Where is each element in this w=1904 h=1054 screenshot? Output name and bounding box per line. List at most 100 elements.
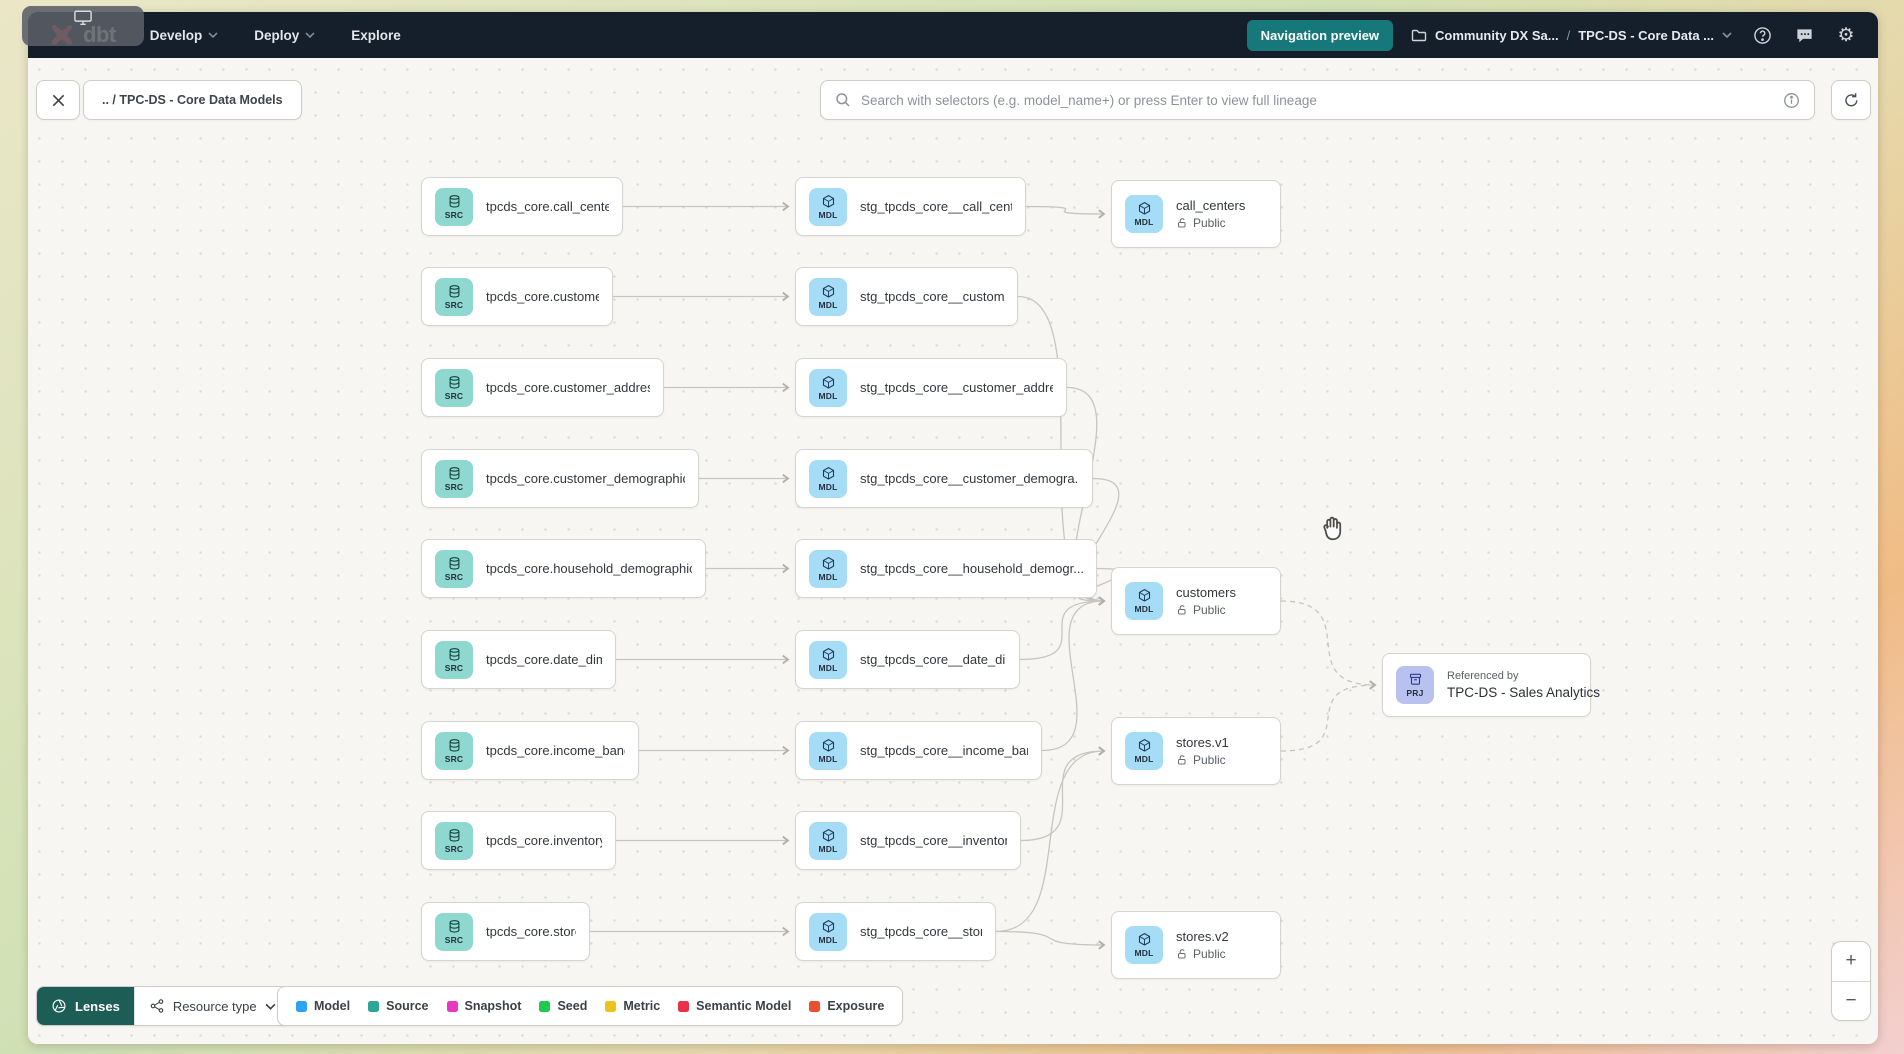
navigation-preview-button[interactable]: Navigation preview: [1246, 19, 1394, 51]
lineage-path-pill[interactable]: .. / TPC-DS - Core Data Models: [83, 80, 302, 120]
access-badge: Public: [1176, 753, 1229, 767]
lenses-button[interactable]: Lenses: [37, 987, 134, 1025]
graph-node-s7[interactable]: SRC tpcds_core.income_band: [421, 721, 639, 780]
monitor-icon: [74, 10, 92, 26]
search-input[interactable]: [861, 92, 1773, 108]
legend-item-snapshot: Snapshot: [446, 999, 521, 1013]
graph-node-s4[interactable]: SRC tpcds_core.customer_demographics: [421, 449, 699, 508]
breadcrumb-project: Community DX Sa...: [1435, 27, 1559, 43]
mdl-badge: MDL: [1125, 195, 1163, 233]
node-label: TPC-DS - Sales Analytics: [1447, 685, 1601, 700]
zoom-in-button[interactable]: +: [1832, 942, 1870, 982]
node-label: tpcds_core.customer_demographics: [486, 471, 685, 486]
src-badge: SRC: [435, 459, 473, 498]
mdl-badge: MDL: [1125, 926, 1163, 964]
legend-item-semantic-model: Semantic Model: [678, 999, 791, 1013]
mdl-badge: MDL: [809, 640, 847, 679]
legend-swatch: [296, 1000, 307, 1012]
node-label: stores.v2: [1176, 929, 1229, 944]
resource-type-icon: [150, 999, 164, 1013]
node-label: customers: [1176, 585, 1236, 600]
legend-item-seed: Seed: [539, 999, 587, 1013]
top-navbar: dbt Develop Deploy Explore Navigation pr…: [28, 12, 1878, 58]
chevron-down-icon: [305, 32, 315, 38]
mdl-badge: MDL: [809, 368, 847, 407]
main-menu: Develop Deploy Explore: [150, 28, 401, 43]
zoom-out-button[interactable]: −: [1845, 989, 1857, 1011]
legend-swatch: [539, 1000, 551, 1012]
info-icon[interactable]: [1783, 92, 1800, 109]
referenced-by-label: Referenced by: [1447, 670, 1519, 682]
legend-item-metric: Metric: [605, 999, 660, 1013]
node-label: tpcds_core.inventory: [486, 833, 602, 848]
mdl-badge: MDL: [809, 549, 847, 588]
project-breadcrumb[interactable]: Community DX Sa... / TPC-DS - Core Data …: [1411, 28, 1732, 43]
nav-explore[interactable]: Explore: [351, 27, 401, 43]
node-label: stg_tpcds_core__customer: [860, 289, 1004, 304]
breadcrumb-separator: /: [1566, 27, 1571, 43]
zoom-controls: + −: [1831, 941, 1871, 1021]
node-label: tpcds_core.store: [486, 924, 576, 939]
src-badge: SRC: [435, 731, 473, 770]
settings-icon[interactable]: ⚙: [1837, 24, 1855, 46]
node-label: stg_tpcds_core__store: [860, 924, 982, 939]
node-label: stg_tpcds_core__call_center: [860, 199, 1012, 214]
close-icon: [52, 94, 64, 106]
node-label: tpcds_core.household_demographics: [486, 561, 692, 576]
src-badge: SRC: [435, 277, 473, 316]
legend-item-source: Source: [368, 999, 429, 1013]
mdl-badge: MDL: [1125, 582, 1163, 620]
access-badge: Public: [1176, 947, 1229, 961]
node-label: stg_tpcds_core__date_dim: [860, 652, 1006, 667]
node-label: stg_tpcds_core__income_band: [860, 743, 1028, 758]
src-badge: SRC: [435, 640, 473, 679]
help-icon[interactable]: [1750, 23, 1774, 47]
nav-develop[interactable]: Develop: [150, 28, 219, 43]
lineage-search: [820, 80, 1815, 120]
resource-type-dropdown[interactable]: Resource type: [133, 987, 290, 1025]
screen-capture-indicator: [22, 6, 144, 46]
graph-node-m6[interactable]: MDL stg_tpcds_core__date_dim: [795, 630, 1020, 689]
node-label: tpcds_core.income_band: [486, 743, 625, 758]
node-label: stg_tpcds_core__customer_address: [860, 380, 1053, 395]
mdl-badge: MDL: [809, 821, 847, 860]
node-label: stores.v1: [1176, 735, 1229, 750]
app-window: dbt Develop Deploy Explore Navigation pr…: [28, 12, 1878, 1044]
chevron-down-icon: [208, 32, 218, 38]
access-badge: Public: [1176, 216, 1245, 230]
chevron-down-icon: [1722, 32, 1732, 38]
refresh-lineage-button[interactable]: [1831, 80, 1871, 120]
node-label: call_centers: [1176, 198, 1246, 213]
feedback-icon[interactable]: [1792, 23, 1816, 47]
close-lineage-button[interactable]: [36, 80, 80, 120]
graph-node-m3[interactable]: MDL stg_tpcds_core__customer_address: [795, 358, 1067, 417]
nav-deploy[interactable]: Deploy: [254, 28, 315, 43]
folder-icon: [1411, 29, 1427, 42]
mdl-badge: MDL: [809, 459, 847, 498]
navbar-right: Navigation preview Community DX Sa... / …: [1246, 19, 1858, 51]
legend-swatch: [368, 1000, 380, 1012]
lenses-controls: Lenses Resource type: [36, 986, 291, 1026]
legend-swatch: [678, 1000, 690, 1012]
